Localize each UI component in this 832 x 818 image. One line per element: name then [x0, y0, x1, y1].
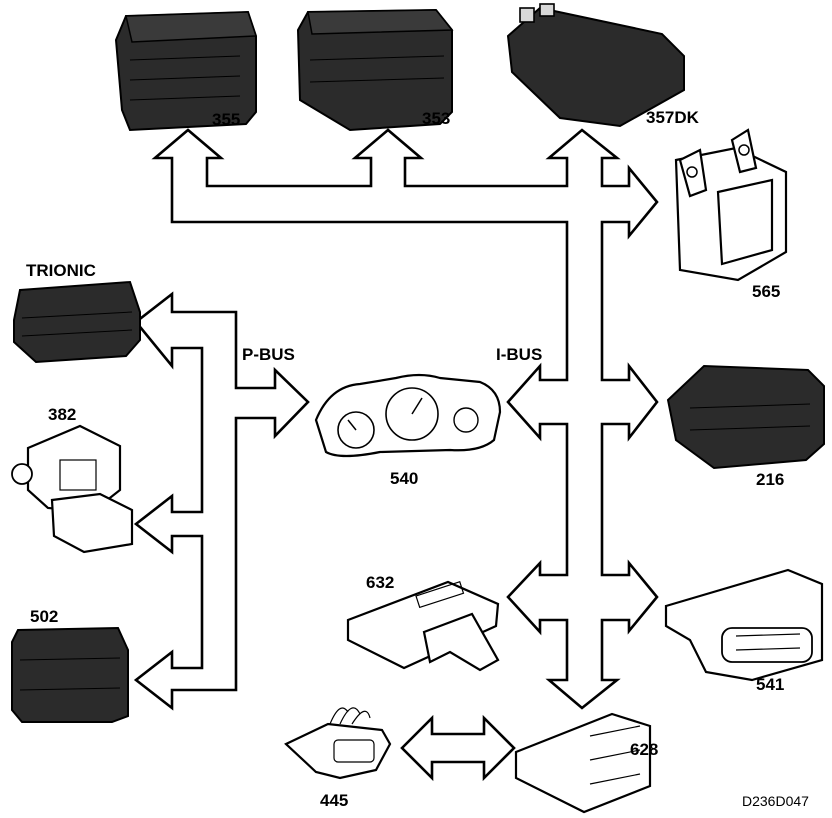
module-357dk: 357DK: [506, 3, 700, 128]
module-216: 216: [666, 364, 825, 489]
module-540-label: 540: [390, 469, 418, 488]
module-445-body: [284, 722, 392, 780]
module-541-label: 541: [756, 675, 784, 694]
module-382-label: 382: [48, 405, 76, 424]
module-445: 445: [284, 707, 392, 810]
link-445-628: [400, 714, 516, 782]
module-trionic: TRIONIC: [13, 261, 141, 364]
display-icon: [721, 627, 813, 663]
module-216-body: [666, 364, 825, 470]
module-357dk-body: [506, 6, 685, 128]
p-bus-label: P-BUS: [242, 345, 295, 364]
module-502-body: [11, 626, 129, 723]
module-632-label: 632: [366, 573, 394, 592]
module-355-label: 355: [212, 110, 240, 129]
module-trionic-label: TRIONIC: [26, 261, 96, 280]
i-bus-path-top: [151, 128, 659, 710]
module-216-label: 216: [756, 470, 784, 489]
module-445-label: 445: [320, 791, 348, 810]
module-540: 540: [314, 373, 502, 488]
connector-icon: [519, 7, 535, 23]
module-632: 632: [346, 573, 500, 672]
module-353: 353: [296, 8, 454, 132]
module-541-body: [664, 568, 824, 682]
module-632-body: [346, 580, 500, 670]
module-628: 628: [514, 712, 658, 814]
module-353-label: 353: [422, 109, 450, 128]
module-541: 541: [664, 568, 824, 694]
module-357dk-label: 357DK: [646, 108, 700, 127]
module-502-label: 502: [30, 607, 58, 626]
module-trionic-body: [13, 280, 141, 364]
module-628-body: [514, 712, 652, 814]
module-382: 382: [11, 405, 134, 554]
reference-code: D236D047: [742, 793, 809, 809]
i-bus-network: [151, 128, 659, 710]
module-565: 565: [674, 128, 788, 301]
module-502: 502: [11, 607, 129, 723]
port-icon: [11, 463, 33, 485]
module-628-label: 628: [630, 740, 658, 759]
p-bus-path: [133, 291, 310, 711]
connector-bracket-icon: [422, 612, 500, 672]
module-565-label: 565: [752, 282, 780, 301]
p-bus-network: [133, 291, 310, 711]
obd-connector-icon: [333, 739, 375, 763]
module-355: 355: [114, 10, 258, 132]
i-bus-label: I-BUS: [496, 345, 542, 364]
wires-icon: [329, 707, 371, 725]
